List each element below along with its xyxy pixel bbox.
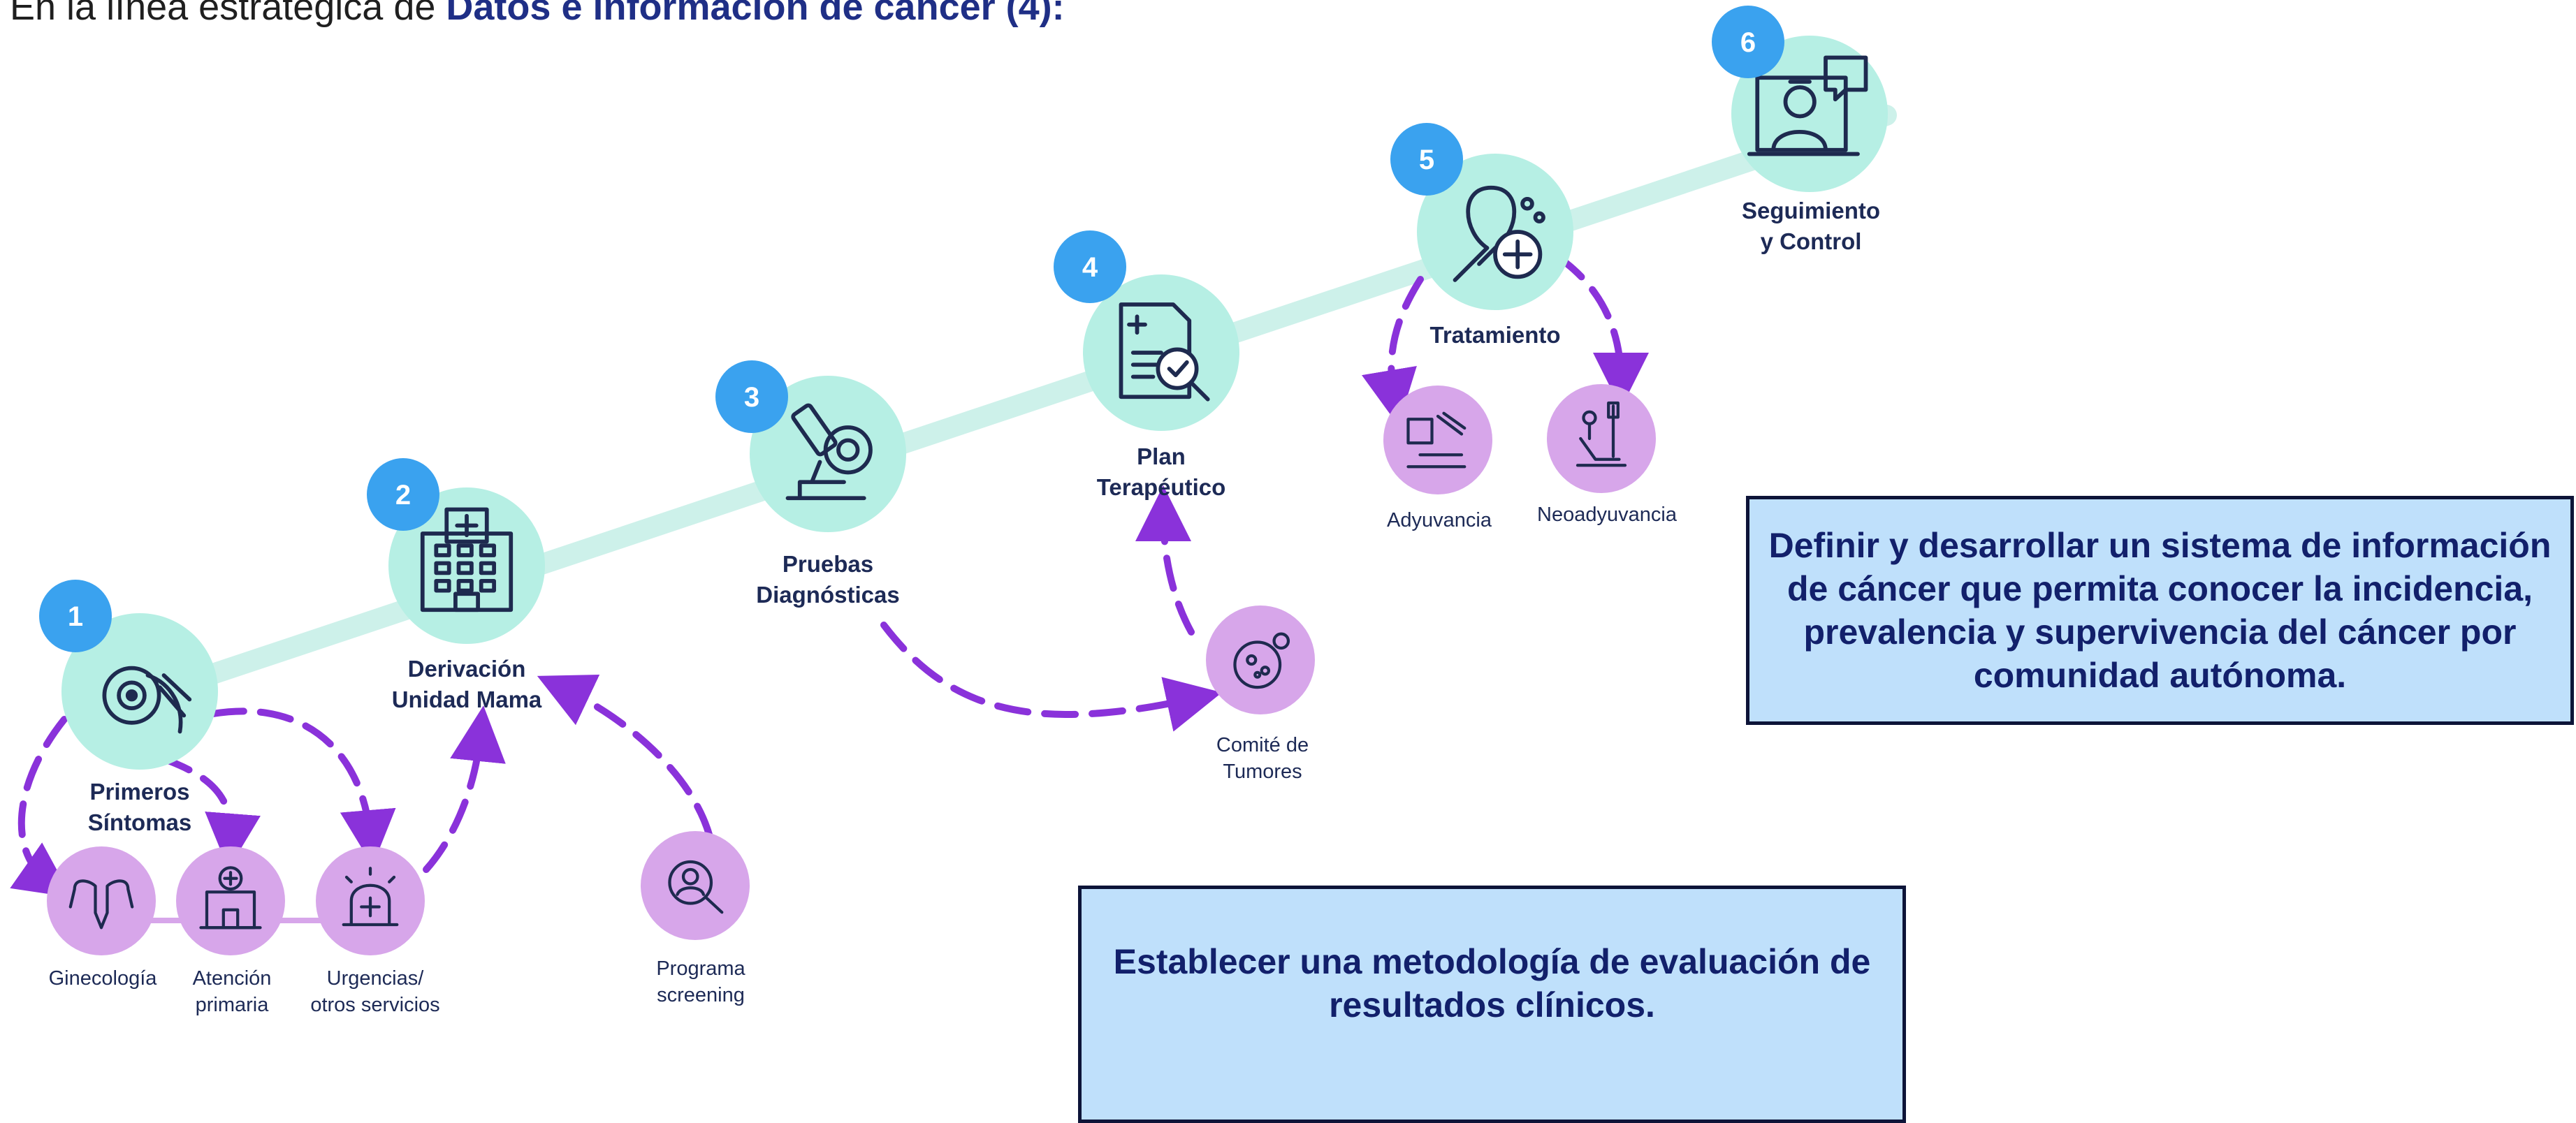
sub-node-adyuvancia [1383,386,1492,494]
stage-2-label-line: Derivación [407,656,526,682]
stage-3-badge [715,360,788,433]
sub-node-comite-label-line: Tumores [1223,761,1302,783]
stage-3-label-line: Diagnósticas [756,582,900,608]
uterus-icon [68,879,134,930]
stage-5-badge [1390,123,1463,196]
sub-node-atencion-label-line: Atención [192,967,272,990]
arrow-sintomas-ginecologia [10,716,72,897]
sub-node-comite [1206,605,1315,714]
stage-6-number: 6 [1740,27,1756,58]
stage-1-label-line: Primeros [89,779,190,805]
sub-node-atencion [176,846,285,955]
sub-node-screening-label-line: screening [657,984,745,1006]
sub-node-ginecologia-circle [47,846,156,955]
sub-node-neoadyuvancia-label: Neoadyuvancia [1537,501,1677,528]
heading-bold: Datos e información de cáncer (4): [446,0,1065,28]
arrow-sintomas-urgencias [210,707,396,866]
arrow-tratamiento-neoadyuvancia [1555,254,1649,409]
sub-node-urgencias [316,846,425,955]
info-box-metodologia-evaluacion: Establecer una metodología de evaluación… [1078,886,1906,1123]
stage-4-label-line: Terapéutico [1096,474,1226,500]
microscope-icon [785,403,873,501]
clinic-building-icon [199,866,262,930]
arrow-comite-plan [1135,485,1195,636]
sub-node-screening-label: Programa screening [656,955,745,1008]
sub-node-neoadyuvancia-label-line: Neoadyuvancia [1537,504,1677,526]
stage-6-badge [1712,6,1784,78]
arrow-sintomas-atencion [157,754,261,869]
document-search-icon [1119,302,1210,402]
sub-node-ginecologia-label: Ginecología [49,965,157,992]
stage-1-label-line: Síntomas [87,809,192,835]
page-heading: En la línea estratégica de Datos e infor… [10,0,1065,29]
stage-2: 2 [367,458,545,644]
stage-5-label: Tratamiento [1429,320,1560,351]
stage-3-label-line: Pruebas [782,551,874,577]
sub-node-urgencias-label-line: Urgencias/ [326,967,424,990]
arrow-tratamiento-adyuvancia [1361,276,1424,426]
sub-node-ginecologia-label-line: Ginecología [48,967,157,990]
sub-node-urgencias-label-line: otros servicios [310,994,440,1016]
radiotherapy-icon [1406,411,1467,469]
sub-node-screening [641,831,750,940]
sub-node-ginecologia [47,846,156,955]
heading-prefix: En la línea estratégica de [10,0,446,28]
sub-node-neoadyuvancia [1547,384,1656,493]
stage-5-label-line: Tratamiento [1429,322,1561,348]
sub-node-screening-circle [641,831,750,940]
sub-node-atencion-circle [176,846,285,955]
doctor-screen-icon [1747,55,1868,156]
hospital-icon [420,507,514,612]
breast-exam-icon [102,666,192,734]
sub-node-atencion-label-line: primaria [195,994,269,1016]
sub-node-comite-circle [1206,605,1315,714]
stage-6: 6 [1712,6,1888,192]
stage-1-number: 1 [68,601,83,632]
stage-3-number: 3 [744,382,759,413]
stage-5-number: 5 [1419,145,1434,175]
stage-4-badge [1054,230,1126,303]
arrow-pruebas-comite [880,622,1223,732]
emergency-siren-icon [342,867,399,927]
sub-node-screening-label-line: Programa [656,957,745,980]
sub-node-neoadyuvancia-circle [1547,384,1656,493]
stage-6-label-line: y Control [1760,228,1862,254]
sub-node-adyuvancia-label-line: Adyuvancia [1387,509,1492,531]
person-search-icon [668,860,724,914]
stage-2-label-line: Unidad Mama [391,687,542,712]
ribbon-medical-icon [1453,185,1545,282]
stage-4-label-line: Plan [1137,443,1186,469]
stage-1: 1 [39,580,218,770]
stage-4-number: 4 [1082,252,1098,283]
stage-4: 4 [1054,230,1239,431]
stage-5: 5 [1390,123,1573,310]
arrow-screening-derivacion [537,674,713,838]
stage-2-badge [367,458,439,531]
info-box-sistema-informacion: Definir y desarrollar un sistema de info… [1746,496,2574,725]
sub-node-comite-label-line: Comité de [1216,734,1309,756]
stage-3-circle [750,376,906,532]
chemotherapy-icon [1576,401,1627,467]
sub-node-atencion-label: Atención primaria [193,965,272,1018]
stage-2-circle [388,487,545,644]
stage-3: 3 [715,360,906,532]
stage-2-number: 2 [395,480,411,511]
sub-node-comite-label: Comité de Tumores [1216,732,1309,785]
arrow-urgencias-derivacion [423,705,506,873]
sub-node-adyuvancia-circle [1383,386,1492,494]
sub-node-urgencias-label: Urgencias/otros servicios [310,965,439,1018]
stage-1-badge [39,580,112,652]
stage-6-label-line: Seguimiento [1741,198,1881,223]
sub-node-adyuvancia-label: Adyuvancia [1387,507,1492,534]
tumor-cell-icon [1233,632,1290,689]
stage-6-label: Seguimiento y Control [1742,196,1880,257]
